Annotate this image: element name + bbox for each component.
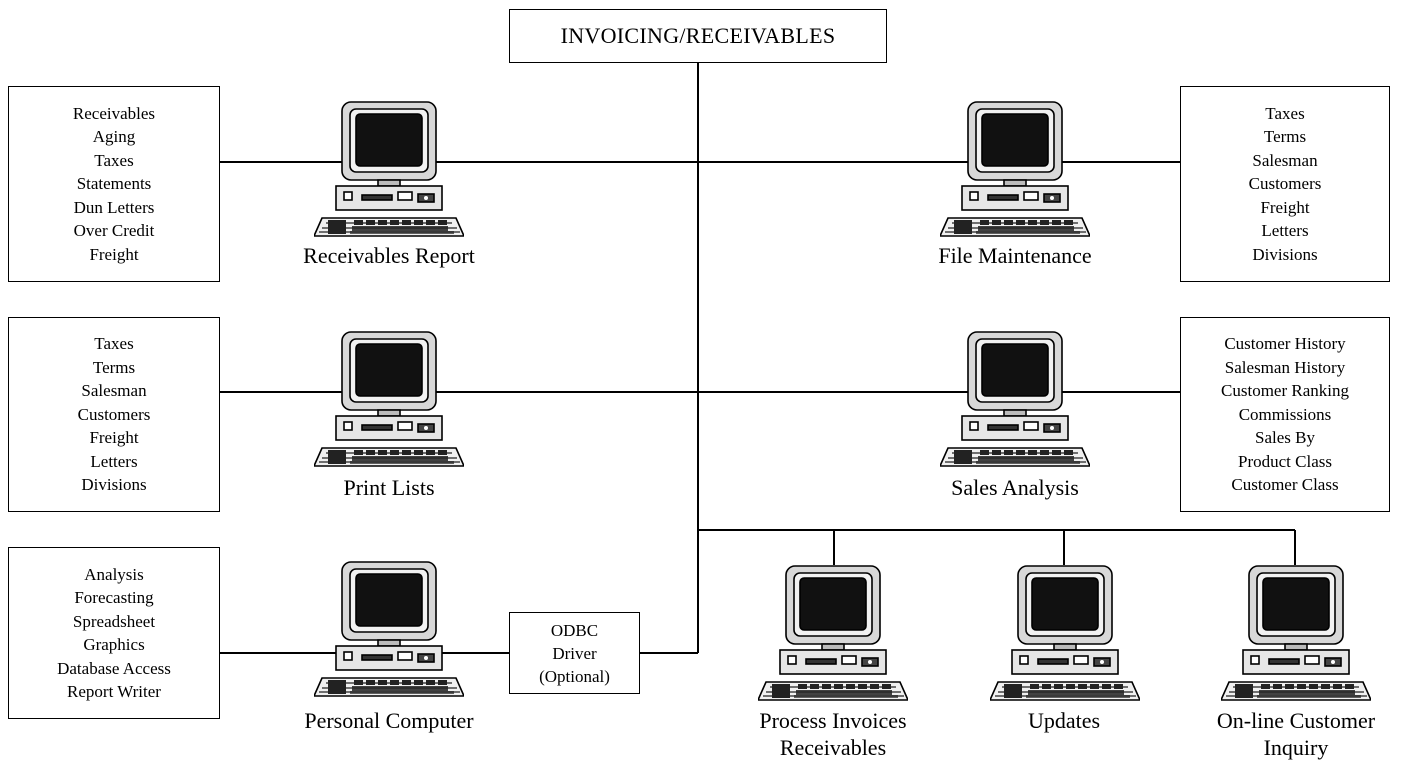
diagram-title: INVOICING/RECEIVABLES [560,23,836,49]
list-item: Taxes [94,150,134,170]
node-label-personal-computer: Personal Computer [304,708,474,733]
label-line: Receivables [779,735,887,760]
node-label-updates: Updates [1027,708,1101,733]
list-item: Database Access [57,658,171,678]
list-item: Commissions [1238,404,1332,424]
list-item: Analysis [84,564,144,584]
odbc-line: ODBC [550,620,599,640]
list-item: Letters [1261,221,1309,241]
list-item: Over Credit [73,221,155,241]
computer-icon [1221,565,1371,701]
odbc-driver-box: ODBC Driver (Optional) [509,612,640,694]
computer-icon [940,331,1090,467]
list-item: Divisions [1252,244,1318,264]
sales-analysis-items-box: Customer History Salesman History Custom… [1180,317,1390,512]
list-item: Forecasting [74,588,154,607]
list-item: Freight [89,428,139,448]
list-item: Taxes [94,334,134,354]
title-box: INVOICING/RECEIVABLES [509,9,887,63]
node-label-process-invoices: Process Invoices Receivables [693,707,973,761]
odbc-line: (Optional) [539,666,610,686]
computer-icon [314,561,464,697]
receivables-report-items-box: Receivables Aging Taxes Statements Dun L… [8,86,220,282]
list-item: Spreadsheet [72,611,156,631]
list-item: Customer Class [1231,475,1339,495]
list-item: Terms [1263,127,1307,147]
list-item: Letters [90,451,138,471]
personal-computer-items-box: Analysis Forecasting Spreadsheet Graphic… [8,547,220,719]
list-item: Terms [92,357,136,377]
list-item: Salesman History [1224,357,1346,377]
list-item: Divisions [81,475,147,495]
node-label-receivables-report: Receivables Report [303,243,475,268]
list-item: Statements [76,174,152,194]
list-item: Customer History [1224,334,1346,354]
list-item: Dun Letters [73,197,155,217]
list-item: Report Writer [67,682,161,701]
list-item: Taxes [1265,103,1305,123]
list-item: Customer Ranking [1221,381,1349,401]
list-item: Customers [1248,174,1322,194]
list-item: Sales By [1255,428,1315,448]
list-item: Freight [1260,197,1310,217]
list-item: Salesman [1252,150,1318,170]
list-item: Receivables [72,103,156,123]
list-item: Aging [92,127,136,147]
list-item: Product Class [1238,451,1332,471]
label-line: On-line Customer [1216,708,1376,733]
node-label-print-lists: Print Lists [343,475,435,500]
list-item: Salesman [81,381,147,401]
node-label-online-inquiry: On-line Customer Inquiry [1186,707,1406,761]
computer-icon [940,101,1090,237]
odbc-line: Driver [552,643,597,663]
label-line: Process Invoices [759,708,907,733]
computer-icon [314,101,464,237]
computer-icon [990,565,1140,701]
node-label-sales-analysis: Sales Analysis [951,475,1079,500]
computer-icon [314,331,464,467]
computer-icon [758,565,908,701]
print-lists-items-box: Taxes Terms Salesman Customers Freight L… [8,317,220,512]
label-line: Inquiry [1263,735,1329,760]
list-item: Freight [89,244,139,264]
node-label-file-maintenance: File Maintenance [938,243,1092,268]
file-maintenance-items-box: Taxes Terms Salesman Customers Freight L… [1180,86,1390,282]
list-item: Customers [77,404,151,424]
list-item: Graphics [83,635,145,654]
